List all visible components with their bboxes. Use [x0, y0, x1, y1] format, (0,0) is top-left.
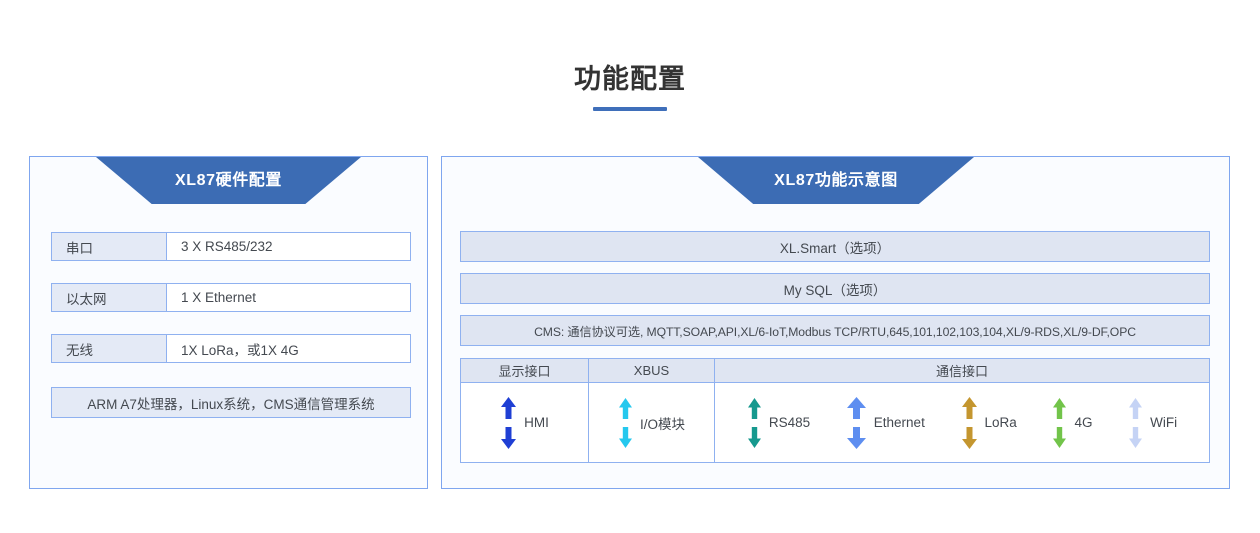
double-arrow-icon [500, 396, 517, 449]
port-lora-label: LoRa [984, 415, 1017, 430]
port-4g: 4G [1052, 397, 1093, 448]
port-wifi-label: WiFi [1150, 415, 1178, 430]
layer-xl-smart: XL.Smart（选项） [460, 231, 1210, 262]
double-arrow-icon [747, 397, 762, 448]
function-diagram-panel: XL87功能示意图 XL.Smart（选项） My SQL（选项） CMS: 通… [441, 156, 1230, 489]
hardware-config-panel: XL87硬件配置 串口 3 X RS485/232 以太网 1 X Ethern… [29, 156, 428, 489]
port-hmi-label: HMI [524, 415, 549, 430]
interface-cell-comm: RS485 Ethernet [715, 383, 1209, 462]
double-arrow-icon [1052, 397, 1067, 448]
port-rs485: RS485 [747, 397, 811, 448]
interface-cell-display: HMI [461, 383, 589, 462]
port-io-module: I/O模块 [618, 397, 685, 448]
spec-label-wireless: 无线 [51, 334, 167, 363]
port-wifi: WiFi [1128, 397, 1178, 448]
spec-value-ethernet: 1 X Ethernet [167, 283, 411, 312]
hardware-platform-summary: ARM A7处理器，Linux系统，CMS通信管理系统 [51, 387, 411, 418]
title-underline [593, 107, 667, 111]
double-arrow-icon [961, 396, 978, 449]
port-lora: LoRa [961, 396, 1017, 449]
hardware-spec-row: 串口 3 X RS485/232 [51, 232, 411, 261]
hardware-spec-row: 以太网 1 X Ethernet [51, 283, 411, 312]
double-arrow-icon [846, 396, 867, 449]
hardware-spec-list: 串口 3 X RS485/232 以太网 1 X Ethernet 无线 1X … [51, 232, 411, 418]
spec-value-wireless: 1X LoRa，或1X 4G [167, 334, 411, 363]
port-io-module-label: I/O模块 [639, 416, 685, 432]
layer-mysql: My SQL（选项） [460, 273, 1210, 304]
interface-header-row: 显示接口 XBUS 通信接口 [460, 358, 1210, 383]
interface-header-xbus: XBUS [589, 359, 715, 382]
double-arrow-icon [618, 397, 633, 448]
spec-label-ethernet: 以太网 [51, 283, 167, 312]
interface-cell-xbus: I/O模块 [589, 383, 715, 462]
hardware-config-banner: XL87硬件配置 [96, 157, 361, 204]
page-title-block: 功能配置 [0, 62, 1260, 111]
port-4g-label: 4G [1074, 415, 1093, 430]
hardware-spec-row: 无线 1X LoRa，或1X 4G [51, 334, 411, 363]
interface-body-row: HMI I/O模块 [460, 383, 1210, 463]
page-title: 功能配置 [574, 64, 686, 94]
spec-label-serial: 串口 [51, 232, 167, 261]
function-diagram-banner: XL87功能示意图 [698, 157, 974, 204]
function-diagram-banner-title: XL87功能示意图 [774, 171, 898, 189]
hardware-config-banner-title: XL87硬件配置 [174, 171, 283, 189]
double-arrow-icon [1128, 397, 1143, 448]
port-rs485-label: RS485 [768, 415, 811, 430]
interface-header-display: 显示接口 [461, 359, 589, 382]
interface-header-comm: 通信接口 [935, 364, 988, 379]
spec-value-serial: 3 X RS485/232 [167, 232, 411, 261]
port-ethernet-label: Ethernet [873, 415, 925, 430]
port-hmi: HMI [500, 396, 549, 449]
layer-cms-protocols: CMS: 通信协议可选, MQTT,SOAP,API,XL/6-IoT,Modb… [460, 315, 1210, 346]
function-stack: XL.Smart（选项） My SQL（选项） CMS: 通信协议可选, MQT… [460, 231, 1210, 463]
port-ethernet: Ethernet [846, 396, 925, 449]
